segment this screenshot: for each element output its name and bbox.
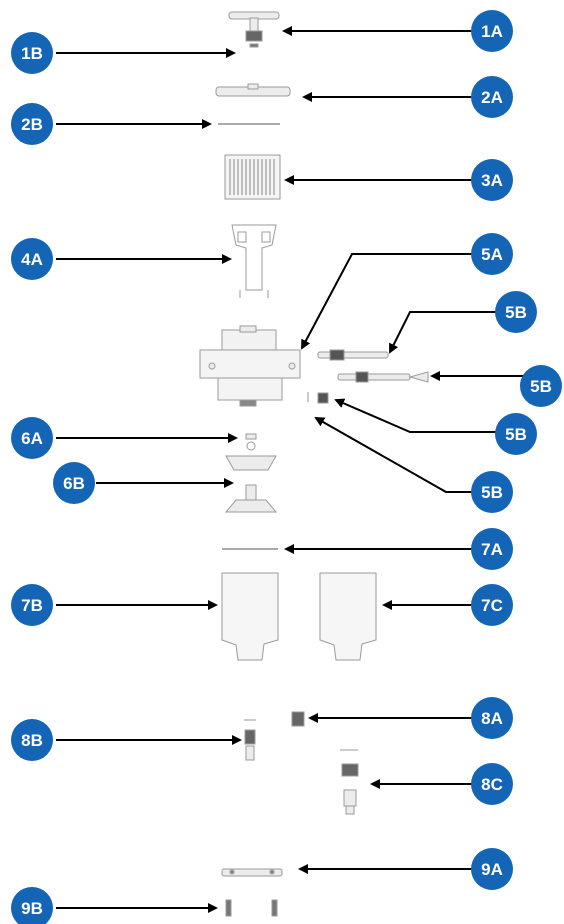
badge-9a: 9A — [471, 848, 513, 890]
label-2b: 2B — [21, 115, 43, 134]
leader-arrows — [56, 26, 524, 913]
badge-5b-3: 5B — [495, 413, 537, 455]
arrow-5b-3 — [334, 398, 498, 433]
badge-5a: 5A — [471, 233, 513, 275]
label-3a: 3A — [481, 171, 503, 190]
label-9b: 9B — [21, 899, 43, 918]
badge-1b: 1B — [11, 32, 53, 74]
badge-4a: 4A — [11, 238, 53, 280]
part-3-filter — [224, 154, 281, 200]
arrow-5b-1 — [389, 311, 498, 354]
label-7b: 7B — [21, 596, 43, 615]
arrow-5a — [301, 253, 474, 350]
label-5a: 5A — [481, 245, 503, 264]
label-7c: 7C — [481, 596, 503, 615]
label-7a: 7A — [481, 540, 503, 559]
badge-1a: 1A — [471, 10, 513, 52]
label-5b-1: 5B — [505, 303, 527, 322]
part-7b-bowl — [221, 572, 279, 661]
arrow-5b-4 — [314, 417, 474, 493]
label-6a: 6A — [21, 429, 43, 448]
label-5b-2: 5B — [530, 377, 552, 396]
label-6b: 6B — [63, 474, 85, 493]
label-9a: 9A — [481, 860, 503, 879]
badge-9b: 9B — [11, 887, 53, 924]
badge-7b: 7B — [11, 584, 53, 626]
badge-6a: 6A — [11, 417, 53, 459]
badge-3a: 3A — [471, 159, 513, 201]
badge-6b: 6B — [53, 462, 95, 504]
part-5-housing — [199, 325, 301, 407]
label-1a: 1A — [481, 22, 503, 41]
part-8-fittings — [244, 711, 359, 815]
part-1-t-handle — [228, 11, 280, 48]
part-4-inner-assembly — [231, 224, 277, 298]
badge-8c: 8C — [471, 763, 513, 805]
badge-7c: 7C — [471, 584, 513, 626]
badge-5b-4: 5B — [471, 471, 513, 513]
badge-2a: 2A — [471, 76, 513, 118]
label-badges: 1A 1B 2A 2B 3A 4A 5A 5B 5B 5B 5B 6A 6B 7… — [11, 10, 562, 924]
label-8b: 8B — [21, 731, 43, 750]
badge-2b: 2B — [11, 103, 53, 145]
label-2a: 2A — [481, 88, 503, 107]
label-4a: 4A — [21, 250, 43, 269]
badge-8a: 8A — [471, 697, 513, 739]
label-8a: 8A — [481, 709, 503, 728]
badge-5b-2: 5B — [520, 365, 562, 407]
part-7c-bowl — [319, 572, 377, 661]
badge-8b: 8B — [11, 719, 53, 761]
part-6-drain — [224, 433, 278, 513]
label-1b: 1B — [21, 44, 43, 63]
label-5b-4: 5B — [481, 483, 503, 502]
part-9-bracket — [221, 868, 283, 917]
badge-7a: 7A — [471, 528, 513, 570]
part-2-cover — [215, 83, 291, 125]
part-drawings — [199, 11, 429, 917]
part-5b-fittings — [307, 349, 429, 404]
label-5b-3: 5B — [505, 425, 527, 444]
label-8c: 8C — [481, 775, 503, 794]
badge-5b-1: 5B — [495, 291, 537, 333]
